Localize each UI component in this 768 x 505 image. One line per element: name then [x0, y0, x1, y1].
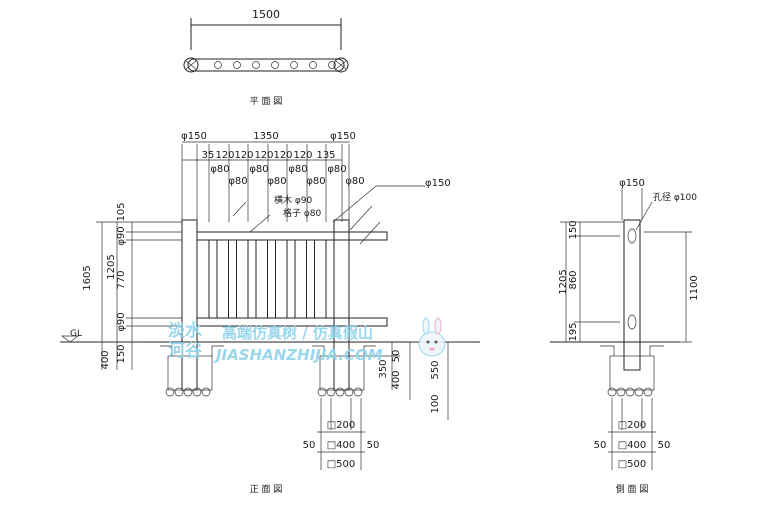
front-post-dia-right: φ150	[330, 131, 356, 142]
footing-dim: □200	[327, 420, 356, 431]
plan-baluster	[233, 61, 241, 69]
watermark-slogan: 高端仿真树 / 仿真假山	[222, 324, 373, 342]
side-hole-label: 孔径 φ100	[653, 191, 697, 203]
gl-label: GL	[70, 329, 82, 339]
baluster-dia-label: φ80	[288, 164, 307, 175]
spacing-dim: 120	[254, 150, 273, 161]
spacing-dim: 120	[234, 150, 253, 161]
baluster-row-1: φ80 φ80 φ80 φ80	[210, 164, 346, 175]
watermark-site: JIASHANZHIJIA.COM	[213, 346, 383, 364]
front-baluster	[325, 239, 335, 319]
front-right-dim: 550	[430, 360, 441, 379]
footing-dim: 50	[367, 440, 380, 451]
footing-dim: □500	[618, 459, 647, 470]
front-span-dim: 1350	[253, 131, 278, 142]
front-baluster	[306, 239, 315, 319]
plan-baluster	[328, 61, 336, 69]
watermark-brand-1: 淡水	[168, 320, 203, 341]
side-post-dia: φ150	[619, 178, 645, 189]
top-rail	[196, 231, 388, 241]
footing-dim: 50	[658, 440, 671, 451]
watermark: 淡水 河谷 高端仿真树 / 仿真假山 JIASHANZHIJIA.COM	[168, 317, 446, 364]
callout-rail: 横木 φ90	[274, 194, 313, 206]
spacing-dim: 120	[273, 150, 292, 161]
footing-dim: 50	[303, 440, 316, 451]
front-vertical-dim: 770	[116, 270, 127, 289]
side-hole-bottom	[627, 314, 637, 330]
front-vertical-dim: 400	[100, 350, 111, 369]
watermark-brand-2: 河谷	[168, 341, 203, 361]
front-post-dia-left: φ150	[181, 131, 207, 142]
front-footing-dims: □200 50 □400 50 □500	[303, 398, 380, 470]
front-baluster	[286, 239, 296, 319]
plan-view: 1500 平 面 図	[183, 8, 349, 107]
dim-mid: 1205	[106, 254, 117, 279]
side-dim-right: 1100	[689, 275, 700, 300]
front-post-left	[181, 219, 198, 391]
front-post-right	[333, 219, 350, 391]
front-vertical-dim: 105	[116, 202, 127, 221]
side-title: 側 面 図	[616, 483, 649, 495]
rabbit-logo-icon	[418, 317, 446, 357]
spacing-dim: 120	[215, 150, 234, 161]
footing-dim: 50	[594, 440, 607, 451]
front-right-dim: 100	[430, 394, 441, 413]
side-hole-top	[627, 228, 637, 244]
front-vertical-dim: φ90	[116, 226, 127, 245]
footing-dim: □200	[618, 420, 647, 431]
front-vertical-dim: φ90	[116, 312, 127, 331]
footing-dim: □400	[327, 440, 356, 451]
plan-post-left	[183, 57, 199, 73]
plan-baluster	[252, 61, 260, 69]
callout-post-dia: φ150	[425, 178, 451, 189]
baluster-dia-label: φ80	[210, 164, 229, 175]
front-baluster	[267, 239, 276, 319]
front-title: 正 面 図	[250, 484, 283, 495]
side-footing-dims: □200 50 □400 50 □500	[594, 398, 671, 470]
baluster-dia-label: φ80	[249, 164, 268, 175]
front-baluster	[247, 239, 257, 319]
plan-baluster	[214, 61, 222, 69]
footing-dim: □400	[618, 440, 647, 451]
callout-baluster: 格子 φ80	[283, 207, 322, 219]
plan-baluster	[271, 61, 279, 69]
front-right-dim: 350	[378, 359, 389, 378]
front-right-dim: 400	[391, 370, 402, 389]
baluster-dia-label: φ80	[267, 176, 286, 187]
baluster-dia-label: φ80	[327, 164, 346, 175]
spacing-dim: 35	[202, 150, 215, 161]
plan-post-right	[333, 57, 349, 73]
footing-dim: □500	[327, 459, 356, 470]
side-vertical-dim: 150	[568, 220, 579, 239]
plan-baluster	[309, 61, 317, 69]
baluster-dia-label: φ80	[306, 176, 325, 187]
plan-width-dim: 1500	[252, 8, 280, 21]
side-post	[623, 219, 641, 371]
front-vertical-dim: 150	[116, 344, 127, 363]
baluster-dia-label: φ80	[345, 176, 364, 187]
baluster-row-2: φ80 φ80 φ80 φ80	[228, 176, 364, 187]
baluster-dia-label: φ80	[228, 176, 247, 187]
front-baluster	[228, 239, 237, 319]
plan-baluster	[290, 61, 298, 69]
side-vertical-dim: 195	[568, 322, 579, 341]
front-baluster	[208, 239, 218, 319]
side-dim-total: 1205	[558, 269, 569, 294]
plan-title: 平 面 図	[250, 96, 283, 107]
dim-outer: 1605	[82, 265, 93, 290]
spacing-dim: 120	[293, 150, 312, 161]
side-vertical-dim: 860	[568, 270, 579, 289]
